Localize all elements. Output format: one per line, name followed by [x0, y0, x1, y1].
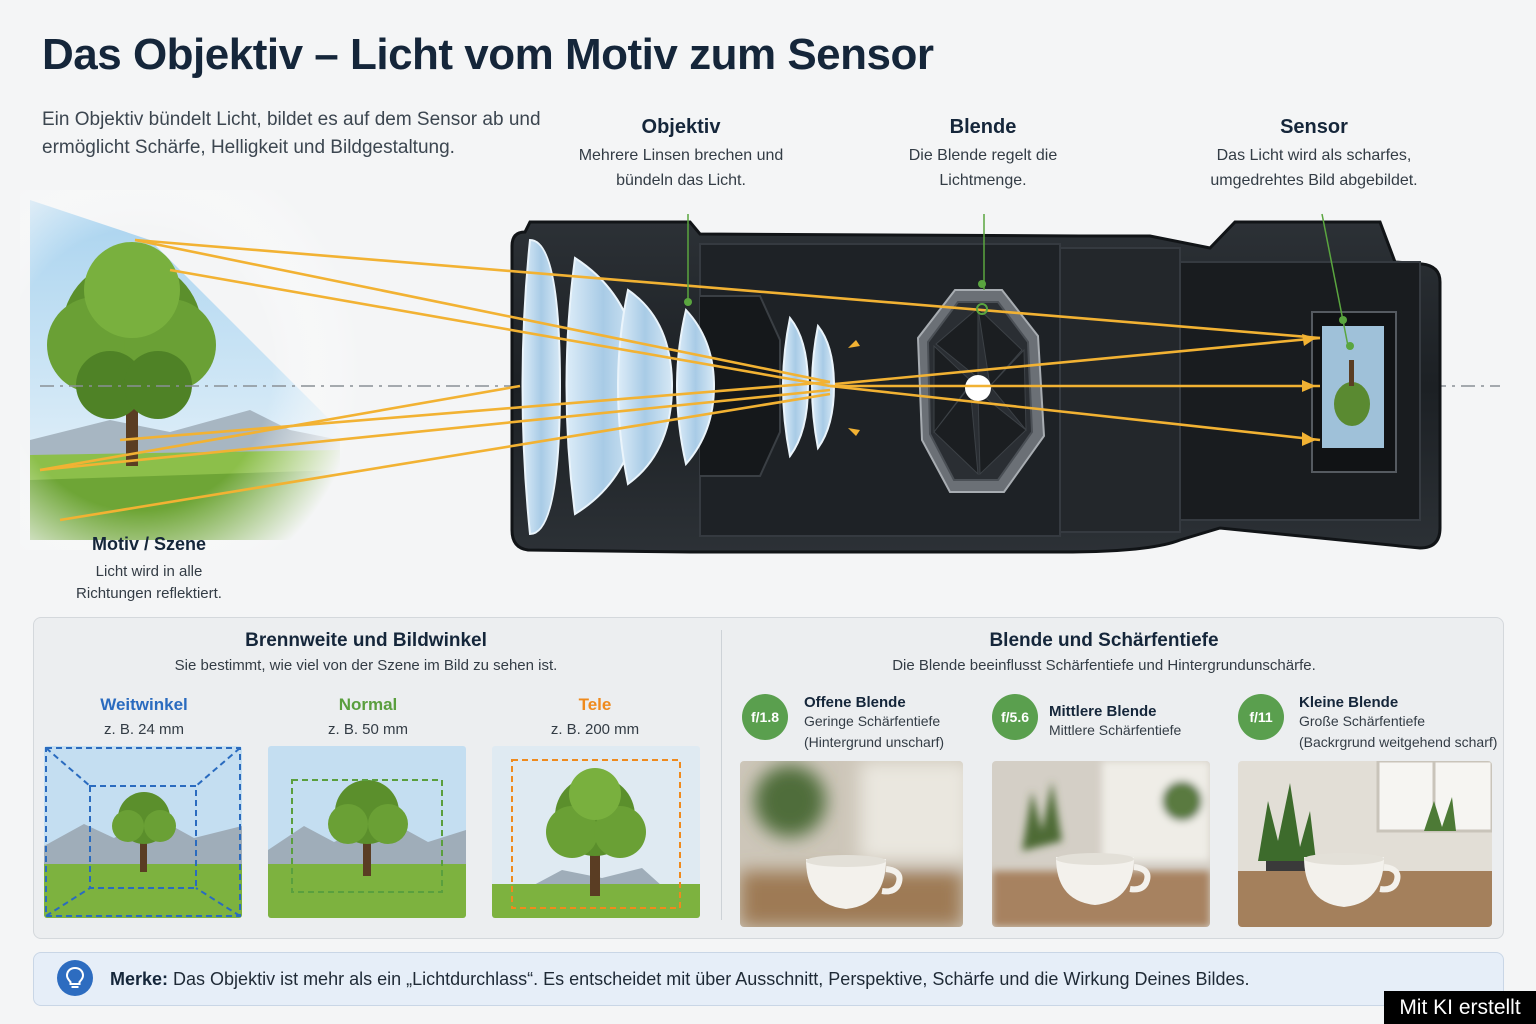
label-motiv-line1: Licht wird in alle: [95, 563, 203, 580]
label-motiv: Motiv / Szene Licht wird in alle Richtun…: [40, 534, 258, 605]
focal-item-tele: Tele z. B. 200 mm: [495, 695, 695, 738]
panel-divider: [721, 630, 722, 920]
lens-elements: [521, 238, 836, 536]
label-sensor-heading: Sensor: [1280, 116, 1348, 138]
sensor: [1311, 311, 1397, 473]
coffee-cup-icon: [806, 859, 886, 909]
focal-value: z. B. 50 mm: [327, 721, 409, 738]
label-objektiv: Objektiv Mehrere Linsen brechen und bünd…: [548, 116, 814, 193]
tip-label: Merke:: [110, 969, 169, 989]
page-title: Das Objektiv – Licht vom Motiv zum Senso…: [42, 30, 934, 79]
aperture-line1: Geringe Schärfentiefe: [804, 713, 941, 729]
ray-arrowheads: [848, 334, 1316, 446]
photo-open-aperture: [740, 761, 963, 927]
aperture-item-1: Offene Blende Geringe Schärfentiefe (Hin…: [804, 694, 974, 753]
aperture-line2: (Backrgrund weitgehend scharf): [1299, 734, 1498, 750]
lens-diagram: [20, 190, 1500, 554]
aperture-subtitle: Die Blende beeinflusst Schärfentiefe und…: [892, 657, 1316, 674]
callout-lines: [687, 213, 1349, 347]
tip-body: Das Objektiv ist mehr als ein „Lichtdurc…: [168, 969, 1250, 989]
focal-name: Tele: [578, 695, 612, 714]
aperture-badge-2: f/5.6: [992, 694, 1038, 740]
aperture-line1: Mittlere Schärfentiefe: [1049, 722, 1182, 738]
callout-dots: [684, 280, 1354, 350]
focal-name: Weitwinkel: [100, 695, 188, 714]
aperture-opening: [965, 375, 991, 401]
photo-medium-aperture: [992, 761, 1210, 927]
label-objektiv-line1: Mehrere Linsen brechen und: [578, 147, 784, 164]
tip-text: Merke: Das Objektiv ist mehr als ein „Li…: [110, 969, 1250, 990]
label-blende: Blende Die Blende regelt die Lichtmenge.: [866, 116, 1100, 193]
focal-item-weitwinkel: Weitwinkel z. B. 24 mm: [44, 695, 244, 738]
coffee-cup-icon: [1304, 857, 1384, 907]
light-rays: [39, 238, 1321, 522]
aperture-title: Offene Blende: [804, 694, 906, 711]
aperture-item-2: Mittlere Blende Mittlere Schärfentiefe: [1049, 703, 1219, 741]
label-sensor-line2: umgedrehtes Bild abgebildet.: [1210, 172, 1418, 189]
scene-weitwinkel: [44, 746, 242, 918]
tip-bar: [33, 952, 1504, 1006]
label-sensor-line1: Das Licht wird als scharfes,: [1216, 147, 1412, 164]
coffee-cup-icon: [1056, 857, 1134, 905]
label-objektiv-line2: bündeln das Licht.: [616, 172, 746, 189]
focal-item-normal: Normal z. B. 50 mm: [268, 695, 468, 738]
label-blende-heading: Blende: [949, 116, 1017, 138]
inverted-tree-icon: [1334, 382, 1370, 426]
label-blende-line2: Lichtmenge.: [939, 172, 1027, 189]
label-sensor: Sensor Das Licht wird als scharfes, umge…: [1180, 116, 1448, 193]
focal-value: z. B. 24 mm: [103, 721, 185, 738]
aperture-badge-1: f/1.8: [742, 694, 788, 740]
label-objektiv-heading: Objektiv: [641, 116, 721, 138]
aperture-title: Mittlere Blende: [1049, 703, 1157, 720]
aperture-blades: [916, 289, 1046, 493]
focal-value: z. B. 200 mm: [550, 721, 640, 738]
scene-normal: [268, 746, 466, 918]
aperture-line2: (Hintergrund unscharf): [804, 734, 945, 750]
label-motiv-heading: Motiv / Szene: [91, 534, 207, 554]
lightbulb-icon: [57, 960, 93, 996]
aperture-line1: Große Schärfentiefe: [1299, 713, 1426, 729]
aperture-heading: Blende und Schärfentiefe: [989, 630, 1219, 651]
scene-tele: [492, 746, 700, 918]
aperture-badge-3: f/11: [1238, 694, 1284, 740]
label-blende-line1: Die Blende regelt die: [908, 147, 1058, 164]
ai-created-badge: Mit KI erstellt: [1384, 991, 1536, 1024]
label-motiv-line2: Richtungen reflektiert.: [76, 585, 222, 602]
scene-illustration: [20, 190, 360, 550]
focal-subtitle: Sie bestimmt, wie viel von der Szene im …: [174, 657, 558, 674]
aperture-title: Kleine Blende: [1299, 694, 1399, 711]
intro-text: Ein Objektiv bündelt Licht, bildet es au…: [42, 109, 541, 158]
focal-heading: Brennweite und Bildwinkel: [245, 630, 487, 651]
focal-name: Normal: [338, 695, 398, 714]
aperture-item-3: Kleine Blende Große Schärfentiefe (Backr…: [1299, 694, 1499, 753]
photo-small-aperture: [1238, 761, 1492, 927]
